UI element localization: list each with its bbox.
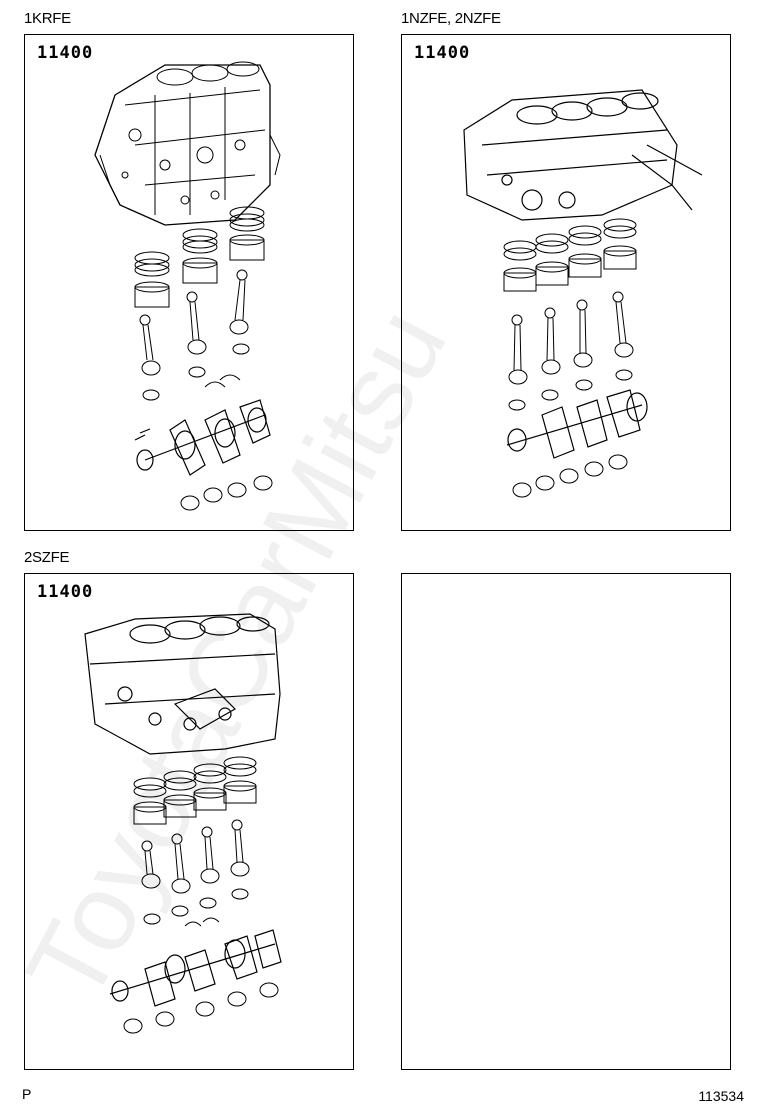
- engine-label-nz: 1NZFE, 2NZFE: [401, 10, 501, 27]
- bearing-icon: [512, 454, 628, 498]
- part-number-1kr[interactable]: 11400: [37, 43, 94, 63]
- crankshaft-icon: [109, 929, 282, 1007]
- parts-panel-empty: [401, 573, 731, 1070]
- parts-panel-2sz: 11400: [24, 573, 354, 1070]
- piston-icon: [503, 245, 637, 292]
- bearing-icon: [508, 369, 633, 411]
- footer-left: P: [22, 1086, 32, 1102]
- crankshaft-icon: [506, 389, 648, 459]
- piston-ring-icon: [134, 206, 265, 277]
- bearing-icon: [180, 475, 273, 511]
- short-block-illustration-1kr: [94, 61, 281, 511]
- bearing-icon: [123, 982, 279, 1034]
- crankshaft-icon: [134, 399, 271, 476]
- bearing-icon: [143, 888, 249, 927]
- engine-block-illustration: [94, 61, 281, 226]
- connecting-rod-icon: [508, 291, 634, 385]
- parts-panel-1kr: 11400: [24, 34, 354, 531]
- short-block-illustration-nz: [463, 89, 703, 498]
- parts-panel-nz: 11400: [401, 34, 731, 531]
- engine-block-illustration: [463, 89, 703, 221]
- piston-ring-icon: [133, 756, 257, 798]
- engine-label-1kr: 1KRFE: [24, 10, 71, 27]
- part-number-2sz[interactable]: 11400: [37, 582, 94, 602]
- connecting-rod-icon: [139, 269, 249, 376]
- part-number-nz[interactable]: 11400: [414, 43, 471, 63]
- piston-ring-icon: [503, 218, 637, 261]
- engine-label-2sz: 2SZFE: [24, 549, 70, 566]
- bearing-icon: [142, 343, 250, 401]
- engine-block-illustration: [84, 613, 281, 755]
- piston-icon: [134, 234, 265, 308]
- piston-icon: [133, 780, 257, 825]
- short-block-illustration-2sz: [84, 613, 282, 1034]
- connecting-rod-icon: [141, 819, 250, 894]
- footer-right: 113534: [698, 1088, 744, 1104]
